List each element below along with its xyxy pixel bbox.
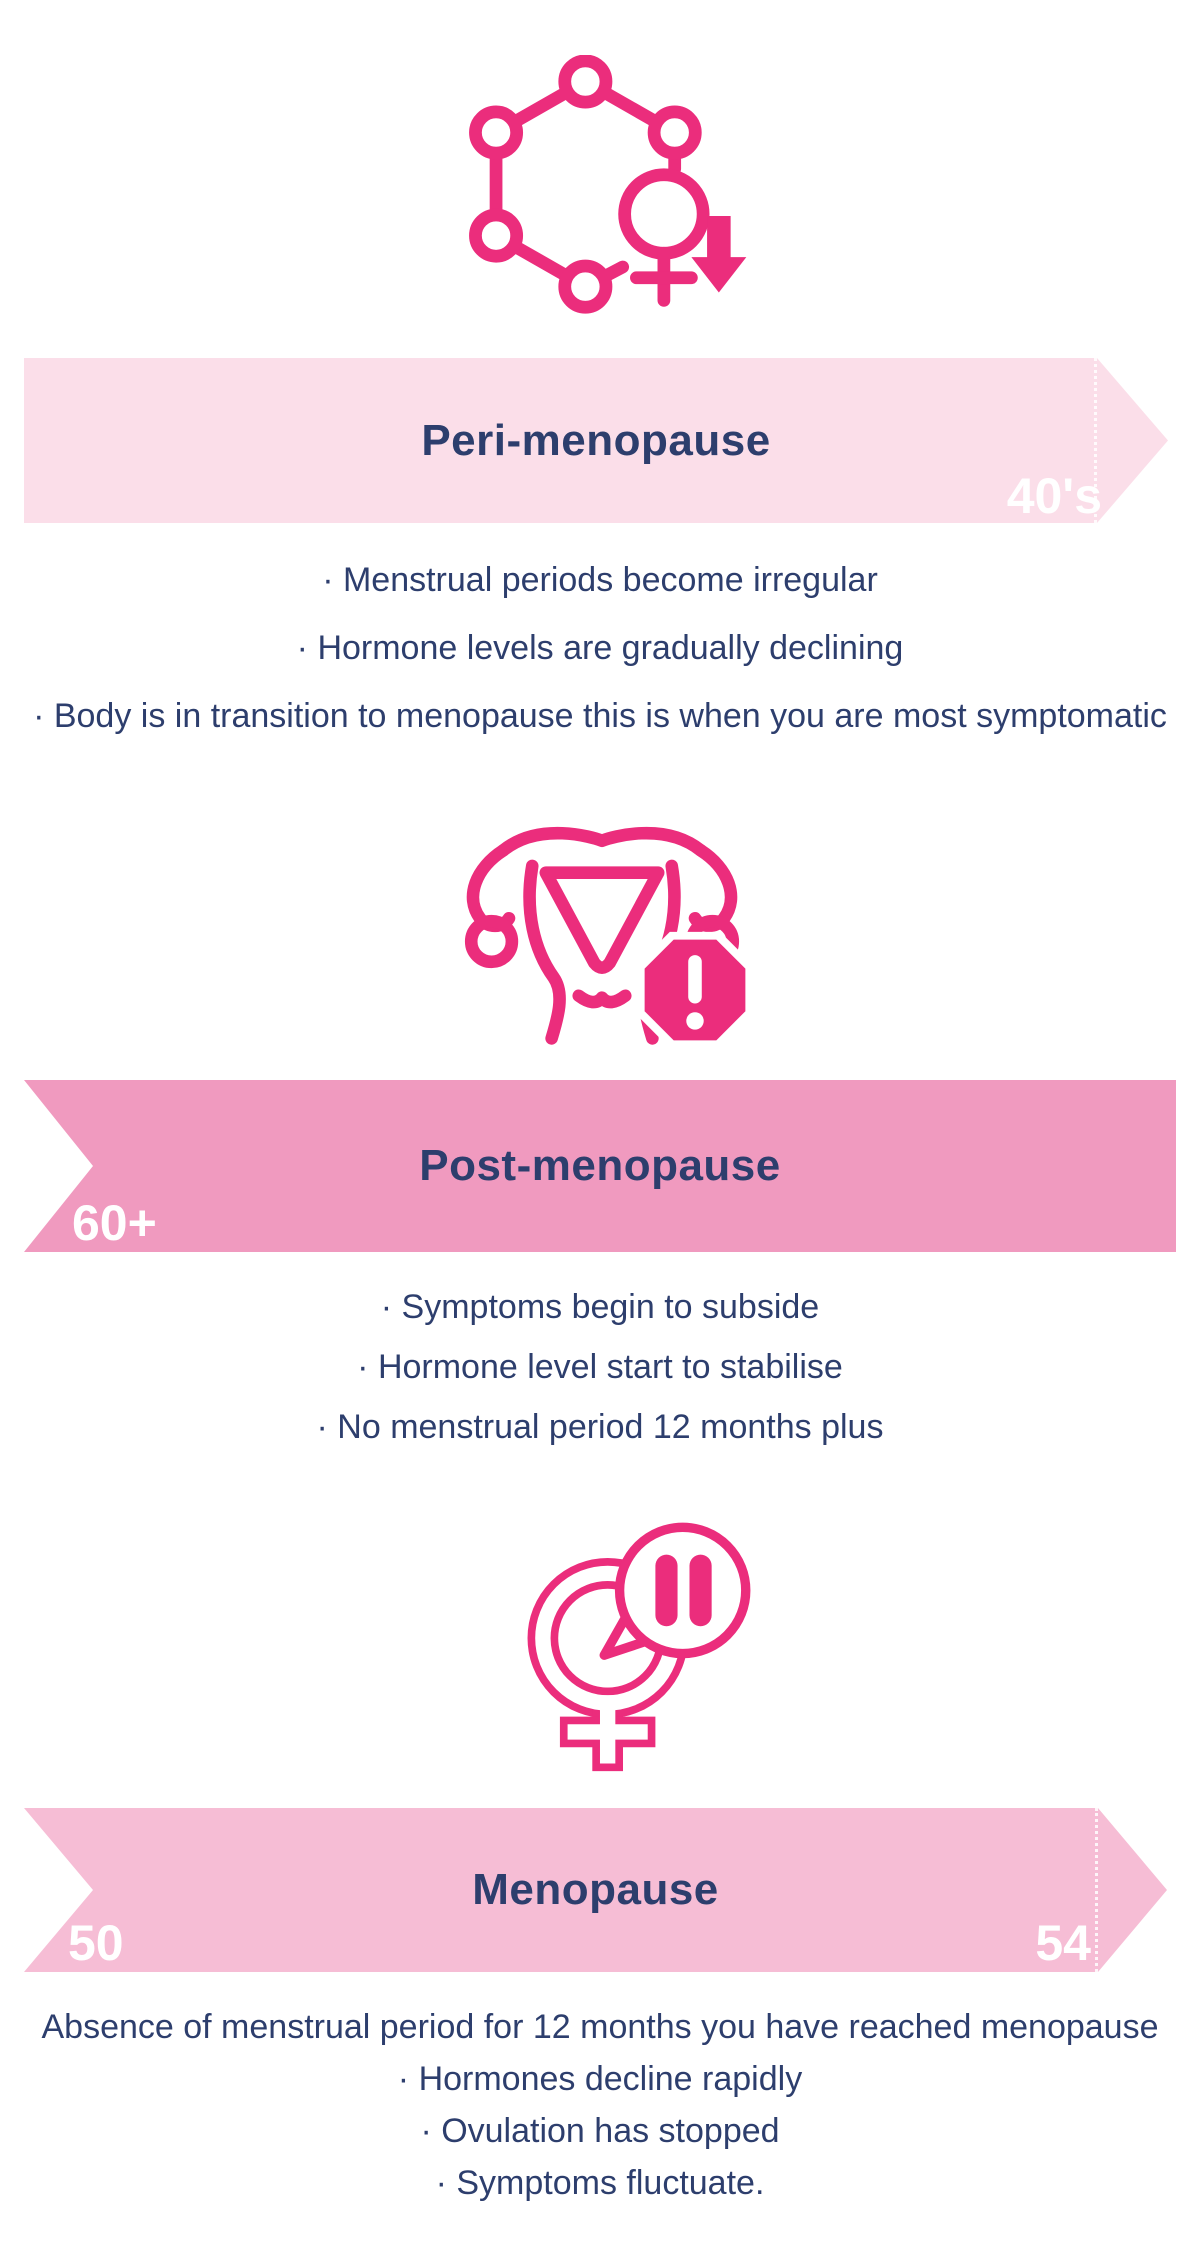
peri-banner: Peri-menopause 40's — [24, 358, 1168, 523]
pause-bar-icon — [689, 1554, 712, 1627]
age-label-60plus: 60+ — [72, 1195, 157, 1251]
bullet-line: · Menstrual periods become irregular — [322, 561, 878, 599]
bullet-line: · Body is in transition to menopause thi… — [33, 697, 1167, 735]
arrow-divider-dotted-line — [1095, 1808, 1098, 1972]
menopause-banner-title: Menopause — [472, 1865, 719, 1914]
peri-bullet-list: · Menstrual periods become irregular · H… — [0, 546, 1200, 750]
age-label-54: 54 — [1035, 1915, 1091, 1971]
uterus-alert-icon — [464, 826, 754, 1049]
bullet-line: · Ovulation has stopped — [420, 2112, 780, 2150]
arrow-divider-dotted-line — [1094, 358, 1097, 523]
post-banner: Post-menopause 60+ — [24, 1080, 1176, 1252]
bullet-line: · Hormone levels are gradually declining — [296, 629, 904, 667]
post-banner-title: Post-menopause — [419, 1141, 781, 1190]
age-label-40s: 40's — [1006, 468, 1102, 524]
down-arrow-icon — [691, 215, 747, 293]
menopause-banner: Menopause 50 54 — [24, 1808, 1167, 1972]
hormone-decline-icon — [469, 55, 747, 314]
bullet-line: · Symptoms begin to subside — [380, 1288, 820, 1326]
menopause-bullet-list: Absence of menstrual period for 12 month… — [0, 2001, 1200, 2209]
bullet-line: · No menstrual period 12 months plus — [316, 1408, 884, 1446]
post-bullet-list: · Symptoms begin to subside · Hormone le… — [0, 1277, 1200, 1457]
bullet-line: Absence of menstrual period for 12 month… — [41, 2008, 1159, 2046]
bullet-line: · Hormones decline rapidly — [397, 2060, 803, 2098]
female-pause-icon — [527, 1522, 751, 1772]
bullet-line: · Symptoms fluctuate. — [435, 2164, 765, 2202]
pause-bar-icon — [655, 1554, 678, 1627]
peri-banner-title: Peri-menopause — [421, 415, 771, 465]
age-label-50: 50 — [68, 1915, 124, 1971]
bullet-line: · Hormone level start to stabilise — [357, 1348, 843, 1386]
